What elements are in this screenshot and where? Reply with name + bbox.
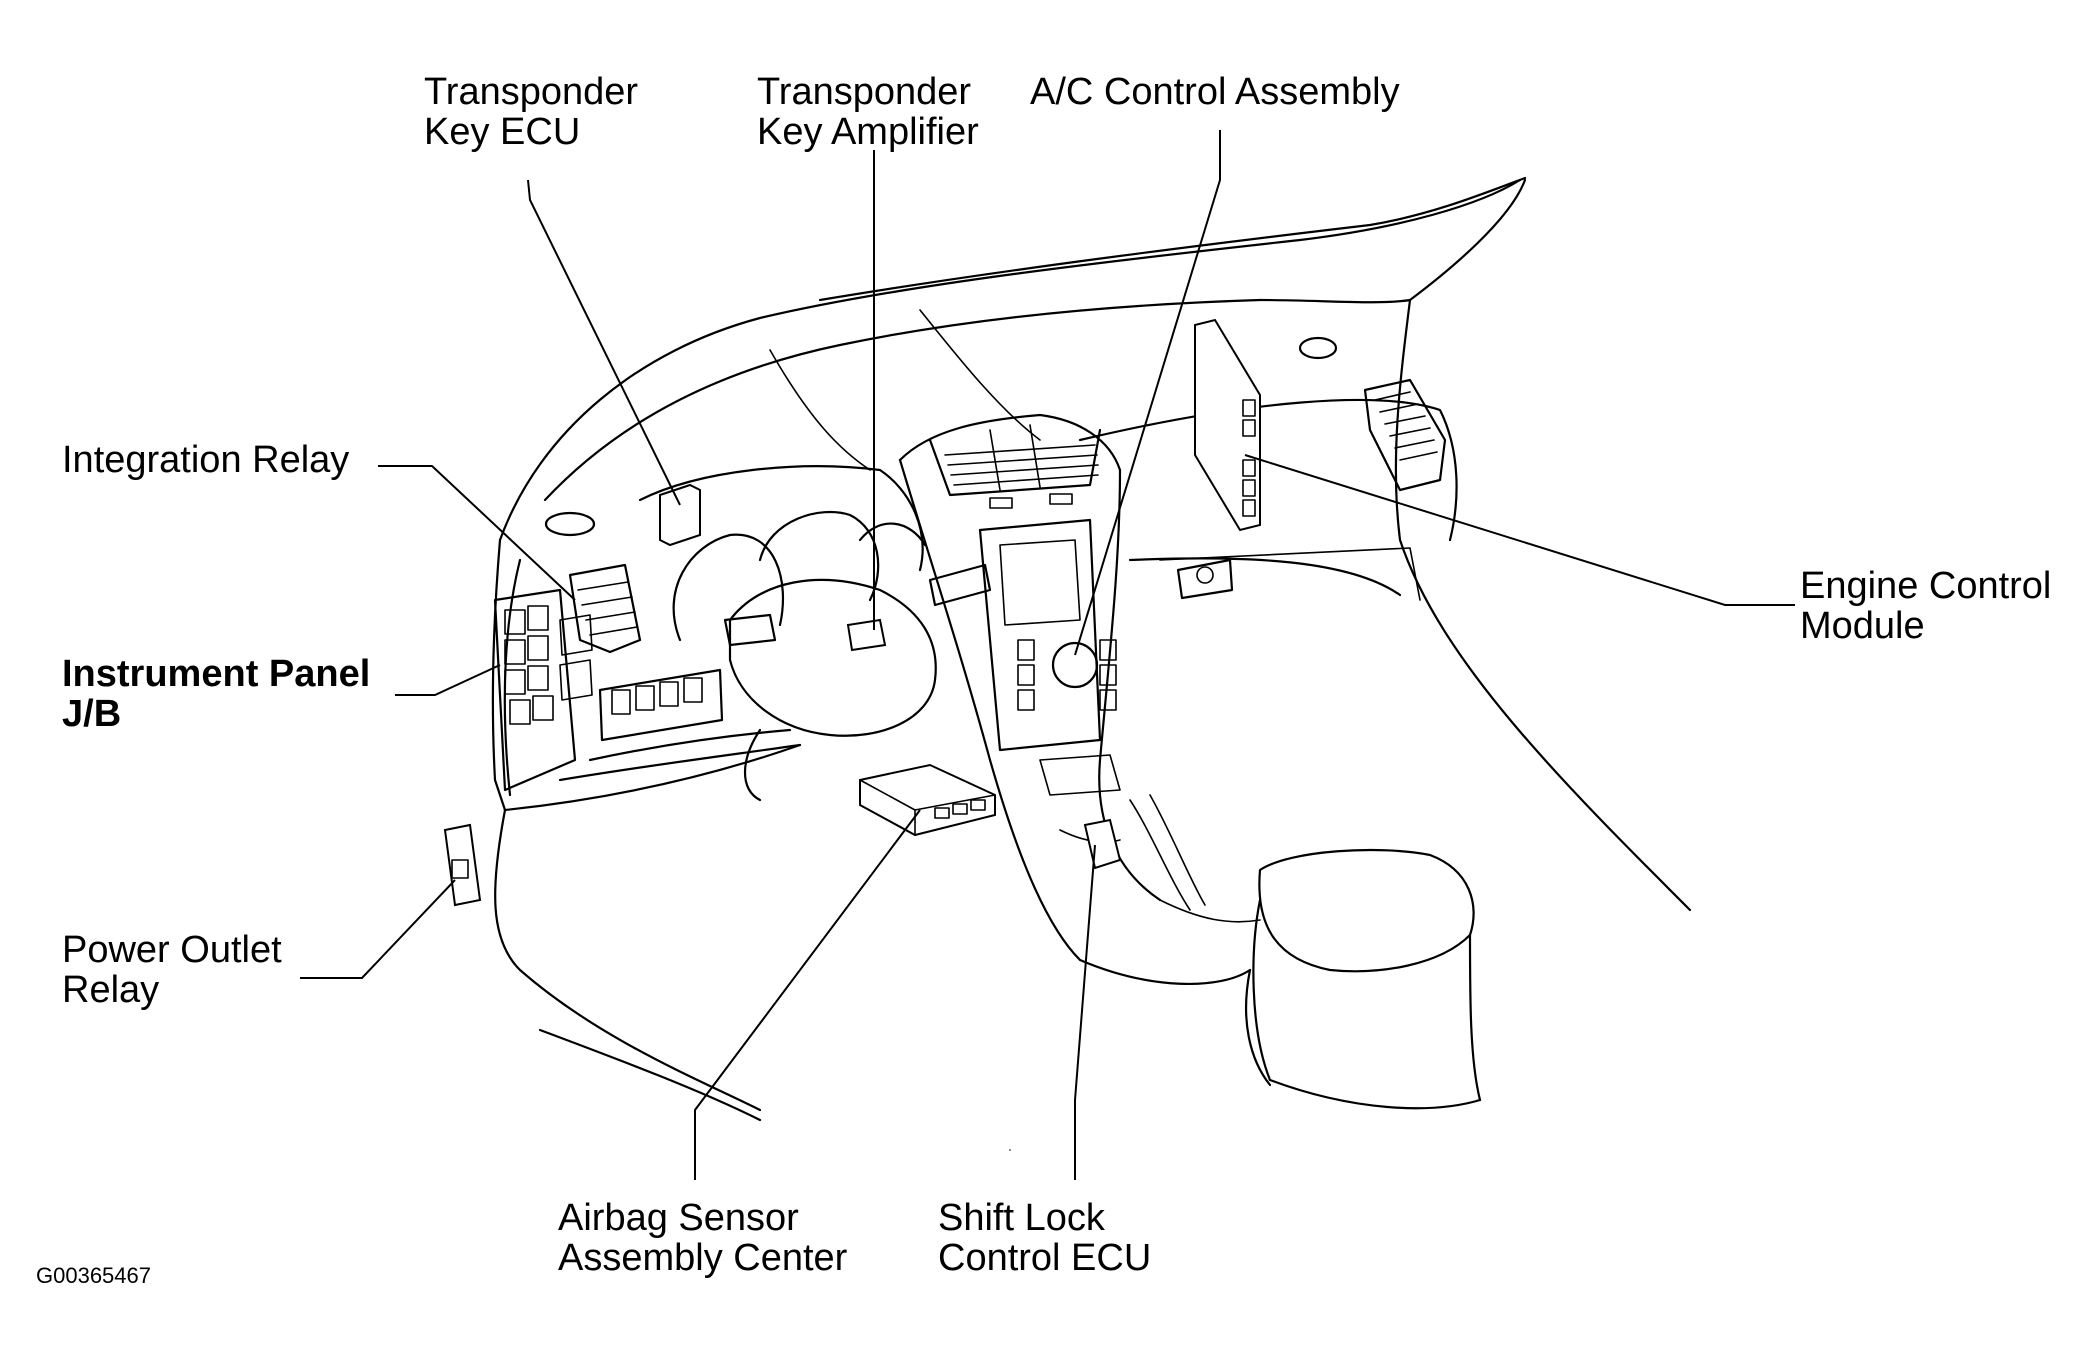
transponder-key-ecu-part [659,483,701,547]
defrost-vent-right [1298,336,1338,360]
dashboard-illustration [491,176,1692,1151]
leader-integration-relay [378,465,576,601]
leader-airbag-sensor [694,809,921,1180]
label-transponder-key-amplifier-line2: Key Amplifier [757,111,979,153]
center-console [898,413,1252,986]
figure-code: G00365467 [36,1263,151,1288]
component-labels: Transponder Key ECU Transponder Key Ampl… [36,71,2051,1288]
label-shift-lock-ecu-line2: Control ECU [938,1237,1151,1279]
transponder-key-amplifier-part [846,618,887,652]
leader-engine-control-module [1244,454,1795,606]
airbag-sensor-part [859,763,996,837]
label-transponder-key-ecu-line2: Key ECU [424,111,580,153]
component-markers [443,318,1261,907]
instrument-panel-jb-illustration [493,588,593,792]
label-transponder-key-ecu-line1: Transponder [424,71,638,113]
glove-box-latch [1176,558,1234,600]
label-instrument-panel-jb-line2: J/B [62,693,121,735]
label-transponder-key-amplifier-line1: Transponder [757,71,971,113]
steering-column [723,563,992,802]
leader-lines [300,130,1795,1180]
defrost-vent-left [544,511,596,537]
power-outlet-relay-part [443,823,482,907]
leader-power-outlet-relay [300,879,456,979]
left-air-vent [568,563,642,654]
label-engine-control-module-line1: Engine Control [1800,565,2051,607]
label-airbag-sensor-line1: Airbag Sensor [558,1197,799,1239]
label-integration-relay: Integration Relay [62,439,349,481]
engine-control-module-part [1194,318,1261,532]
leader-transponder-key-ecu [527,179,681,506]
leader-shift-lock-ecu [1074,844,1096,1180]
leader-ac-control-assembly [1074,130,1221,656]
label-shift-lock-ecu-line1: Shift Lock [938,1197,1106,1239]
label-ac-control-assembly: A/C Control Assembly [1030,71,1400,113]
right-air-vent [1363,378,1447,492]
label-power-outlet-relay-line2: Relay [62,969,159,1011]
label-instrument-panel-jb-line1: Instrument Panel [62,653,370,695]
lower-switch-panel [558,668,802,782]
shift-lock-ecu-part [1083,818,1122,870]
leader-instrument-panel-jb [395,664,501,696]
label-airbag-sensor-line2: Assembly Center [558,1237,848,1279]
console-armrest [1159,848,1482,1110]
label-power-outlet-relay-line1: Power Outlet [62,929,282,971]
label-engine-control-module-line2: Module [1800,605,1925,647]
